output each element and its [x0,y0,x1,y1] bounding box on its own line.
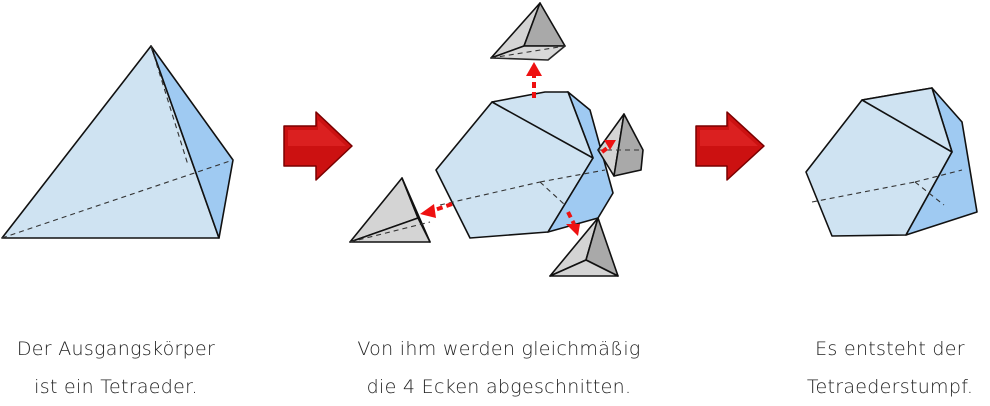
caption-step-3-line-1: Es entsteht der [815,338,965,360]
body-top-face [491,91,594,159]
cut-arrows [420,62,616,236]
corner-piece-bottom [549,217,619,277]
truncated-tetrahedron-cutting [349,2,644,277]
caption-step-2-line-1: Von ihm werden gleichmäßig [357,338,641,360]
caption-step-3-line-2: Tetraederstumpf. [806,376,974,398]
caption-step-2: Von ihm werden gleichmäßig die 4 Ecken a… [340,330,658,406]
tetrahedron-hidden-edge-1 [1,159,234,239]
caption-step-1: Der Ausgangskörper ist ein Tetraeder. [0,330,232,406]
truncated-tetrahedron [805,87,978,237]
process-arrow-1 [283,111,353,181]
tetrahedron [1,45,234,239]
corner-piece-top [490,2,566,61]
caption-step-1-line-1: Der Ausgangskörper [16,338,216,360]
tetrahedron-side-face [150,45,234,239]
corner-piece-left [349,177,431,243]
tetrahedron-hidden-edge-2 [150,45,189,166]
result-top-face [861,87,953,153]
caption-step-3: Es entsteht der Tetraederstumpf. [790,330,990,406]
caption-step-2-line-2: die 4 Ecken abgeschnitten. [366,376,632,398]
process-arrow-2 [695,111,765,181]
caption-step-1-line-2: ist ein Tetraeder. [34,376,198,398]
